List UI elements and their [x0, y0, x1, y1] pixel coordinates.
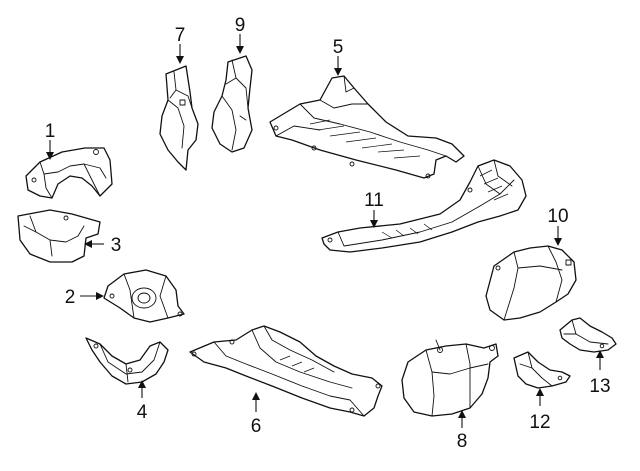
part-8-shield[interactable]: [401, 339, 499, 417]
part-7-bracket[interactable]: [159, 65, 199, 171]
callout-3: 3: [84, 235, 121, 256]
callout-4-label: 4: [137, 402, 148, 423]
callout-11: 11: [364, 190, 384, 228]
callout-2: 2: [65, 287, 104, 308]
callout-9-label: 9: [235, 15, 246, 36]
callout-7: 7: [175, 25, 186, 64]
part-11-long-shield[interactable]: [321, 159, 527, 253]
callout-10-label: 10: [547, 206, 568, 227]
callout-13: 13: [589, 350, 611, 397]
callout-6-label: 6: [251, 416, 262, 437]
callout-7-label: 7: [175, 25, 186, 46]
part-6-floor-shield[interactable]: [189, 325, 383, 417]
callout-11-label: 11: [364, 190, 384, 211]
callout-12-label: 12: [529, 412, 550, 433]
callout-5: 5: [333, 37, 344, 76]
part-5-tunnel-shield[interactable]: [269, 75, 465, 179]
callout-3-label: 3: [111, 235, 122, 256]
part-1-shield[interactable]: [25, 147, 113, 199]
callout-10: 10: [547, 206, 569, 246]
callout-9: 9: [235, 15, 246, 54]
part-12-shield[interactable]: [513, 351, 571, 389]
callout-6: 6: [251, 392, 262, 437]
callout-1: 1: [45, 121, 56, 160]
part-9-bracket[interactable]: [211, 55, 253, 153]
callout-8-label: 8: [457, 431, 468, 452]
part-3-shield[interactable]: [17, 209, 101, 263]
callout-5-label: 5: [333, 37, 344, 58]
callout-12: 12: [529, 388, 551, 433]
part-13-shield[interactable]: [559, 317, 617, 353]
callout-2-label: 2: [65, 287, 76, 308]
callout-8: 8: [457, 410, 468, 452]
part-4-shield[interactable]: [85, 337, 169, 385]
part-2-shield[interactable]: [103, 269, 185, 323]
callout-13-label: 13: [589, 376, 610, 397]
callout-1-label: 1: [45, 121, 56, 142]
callout-4: 4: [137, 380, 148, 423]
part-10-shield[interactable]: [485, 245, 577, 321]
